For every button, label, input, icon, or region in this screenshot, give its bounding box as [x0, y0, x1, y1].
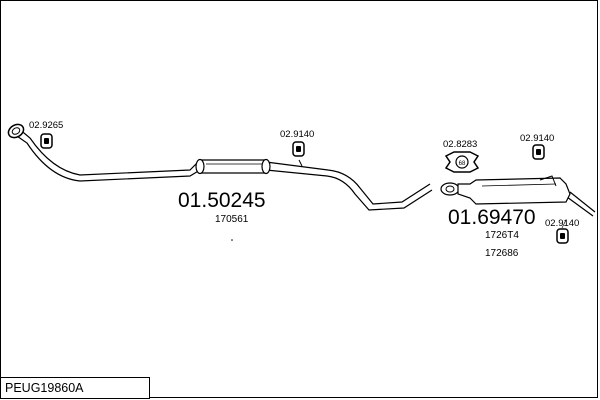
- mid-pipe-upper: [265, 161, 431, 205]
- mid-hanger-icon: [292, 141, 305, 157]
- mid-pipe-lower: [265, 169, 433, 211]
- reference-box: PEUG19860A: [0, 377, 150, 399]
- middle-silencer-oe: 170561: [215, 214, 249, 225]
- middle-silencer-number: 01.50245: [178, 189, 266, 212]
- rear-hanger-bottom-icon: [556, 228, 569, 244]
- rear-hanger-top-code: 02.9140: [520, 133, 554, 144]
- middle-silencer-icon: [195, 158, 271, 175]
- rear-silencer-number: 01.69470: [448, 206, 536, 229]
- rear-clamp-icon: 68: [444, 151, 480, 173]
- reference-code: PEUG19860A: [5, 381, 84, 395]
- front-clamp-icon: [40, 133, 53, 149]
- rear-silencer-icon: [440, 175, 571, 205]
- mid-hanger-code: 02.9140: [280, 129, 314, 140]
- rear-silencer-oe-2: 172686: [485, 248, 519, 259]
- tailpipe: [566, 191, 596, 217]
- front-clamp-code: 02.9265: [29, 120, 63, 131]
- front-pipe-upper: [17, 127, 201, 176]
- exhaust-pipe: [13, 127, 596, 217]
- rear-clamp-code: 02.8283: [443, 139, 477, 150]
- clamp-glyph-text: 68: [459, 161, 466, 167]
- front-flange-icon: [7, 123, 25, 139]
- rear-hanger-bottom-code: 02.9140: [545, 218, 579, 229]
- rear-hanger-top-icon: [532, 144, 545, 160]
- rear-silencer-oe-1: 1726T4: [485, 230, 519, 241]
- front-pipe-lower: [13, 133, 201, 182]
